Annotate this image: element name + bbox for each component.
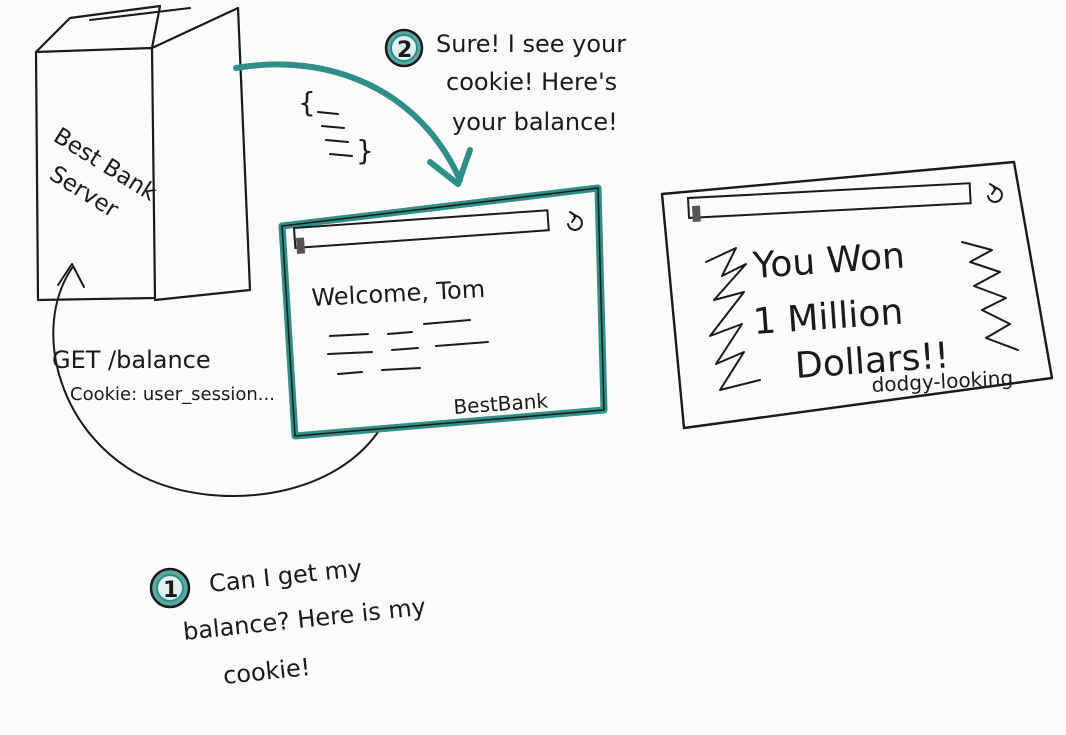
step1-number: 1 (163, 578, 178, 603)
step1-line1: Can I get my (208, 554, 364, 598)
step1-line2: balance? Here is my (182, 593, 427, 646)
request-arrow (52, 263, 379, 498)
dodgy-browser-window: You Won 1 Million Dollars!! dodgy-lookin… (660, 160, 1054, 430)
step2-line3: your balance! (452, 108, 618, 136)
step2-badge: 2 (384, 28, 424, 68)
request-method-path: GET /balance (52, 346, 211, 374)
step2-line2: cookie! Here's (446, 68, 617, 96)
bank-browser-window: Welcome, Tom BestBank (278, 184, 608, 440)
dodgy-zigzag-left (705, 247, 761, 391)
dodgy-line2: 1 Million (752, 292, 905, 343)
dodgy-address-bar[interactable] (686, 182, 972, 220)
step1-line3: cookie! (222, 653, 312, 690)
payload-open-brace: { (298, 86, 316, 119)
payload-close-brace: } (356, 134, 374, 167)
bank-content-lines (327, 319, 489, 375)
request-cookie-header: Cookie: user_session... (70, 384, 275, 405)
step1-badge: 1 (149, 567, 191, 609)
response-arrow (233, 61, 473, 187)
bank-welcome-text: Welcome, Tom (311, 275, 486, 312)
dodgy-line1: You Won (751, 235, 906, 287)
json-payload: { } (298, 86, 374, 167)
bank-address-bar[interactable] (292, 209, 550, 250)
step2-line1: Sure! I see your (436, 30, 626, 58)
server-box: Best Bank Server (34, 4, 252, 302)
bank-address-icon (296, 237, 306, 254)
dodgy-reload-icon[interactable] (987, 183, 1003, 203)
step2-number: 2 (397, 38, 412, 63)
reload-icon[interactable] (567, 211, 583, 231)
dodgy-address-icon (692, 205, 701, 222)
dodgy-zigzag-right (961, 241, 1019, 351)
